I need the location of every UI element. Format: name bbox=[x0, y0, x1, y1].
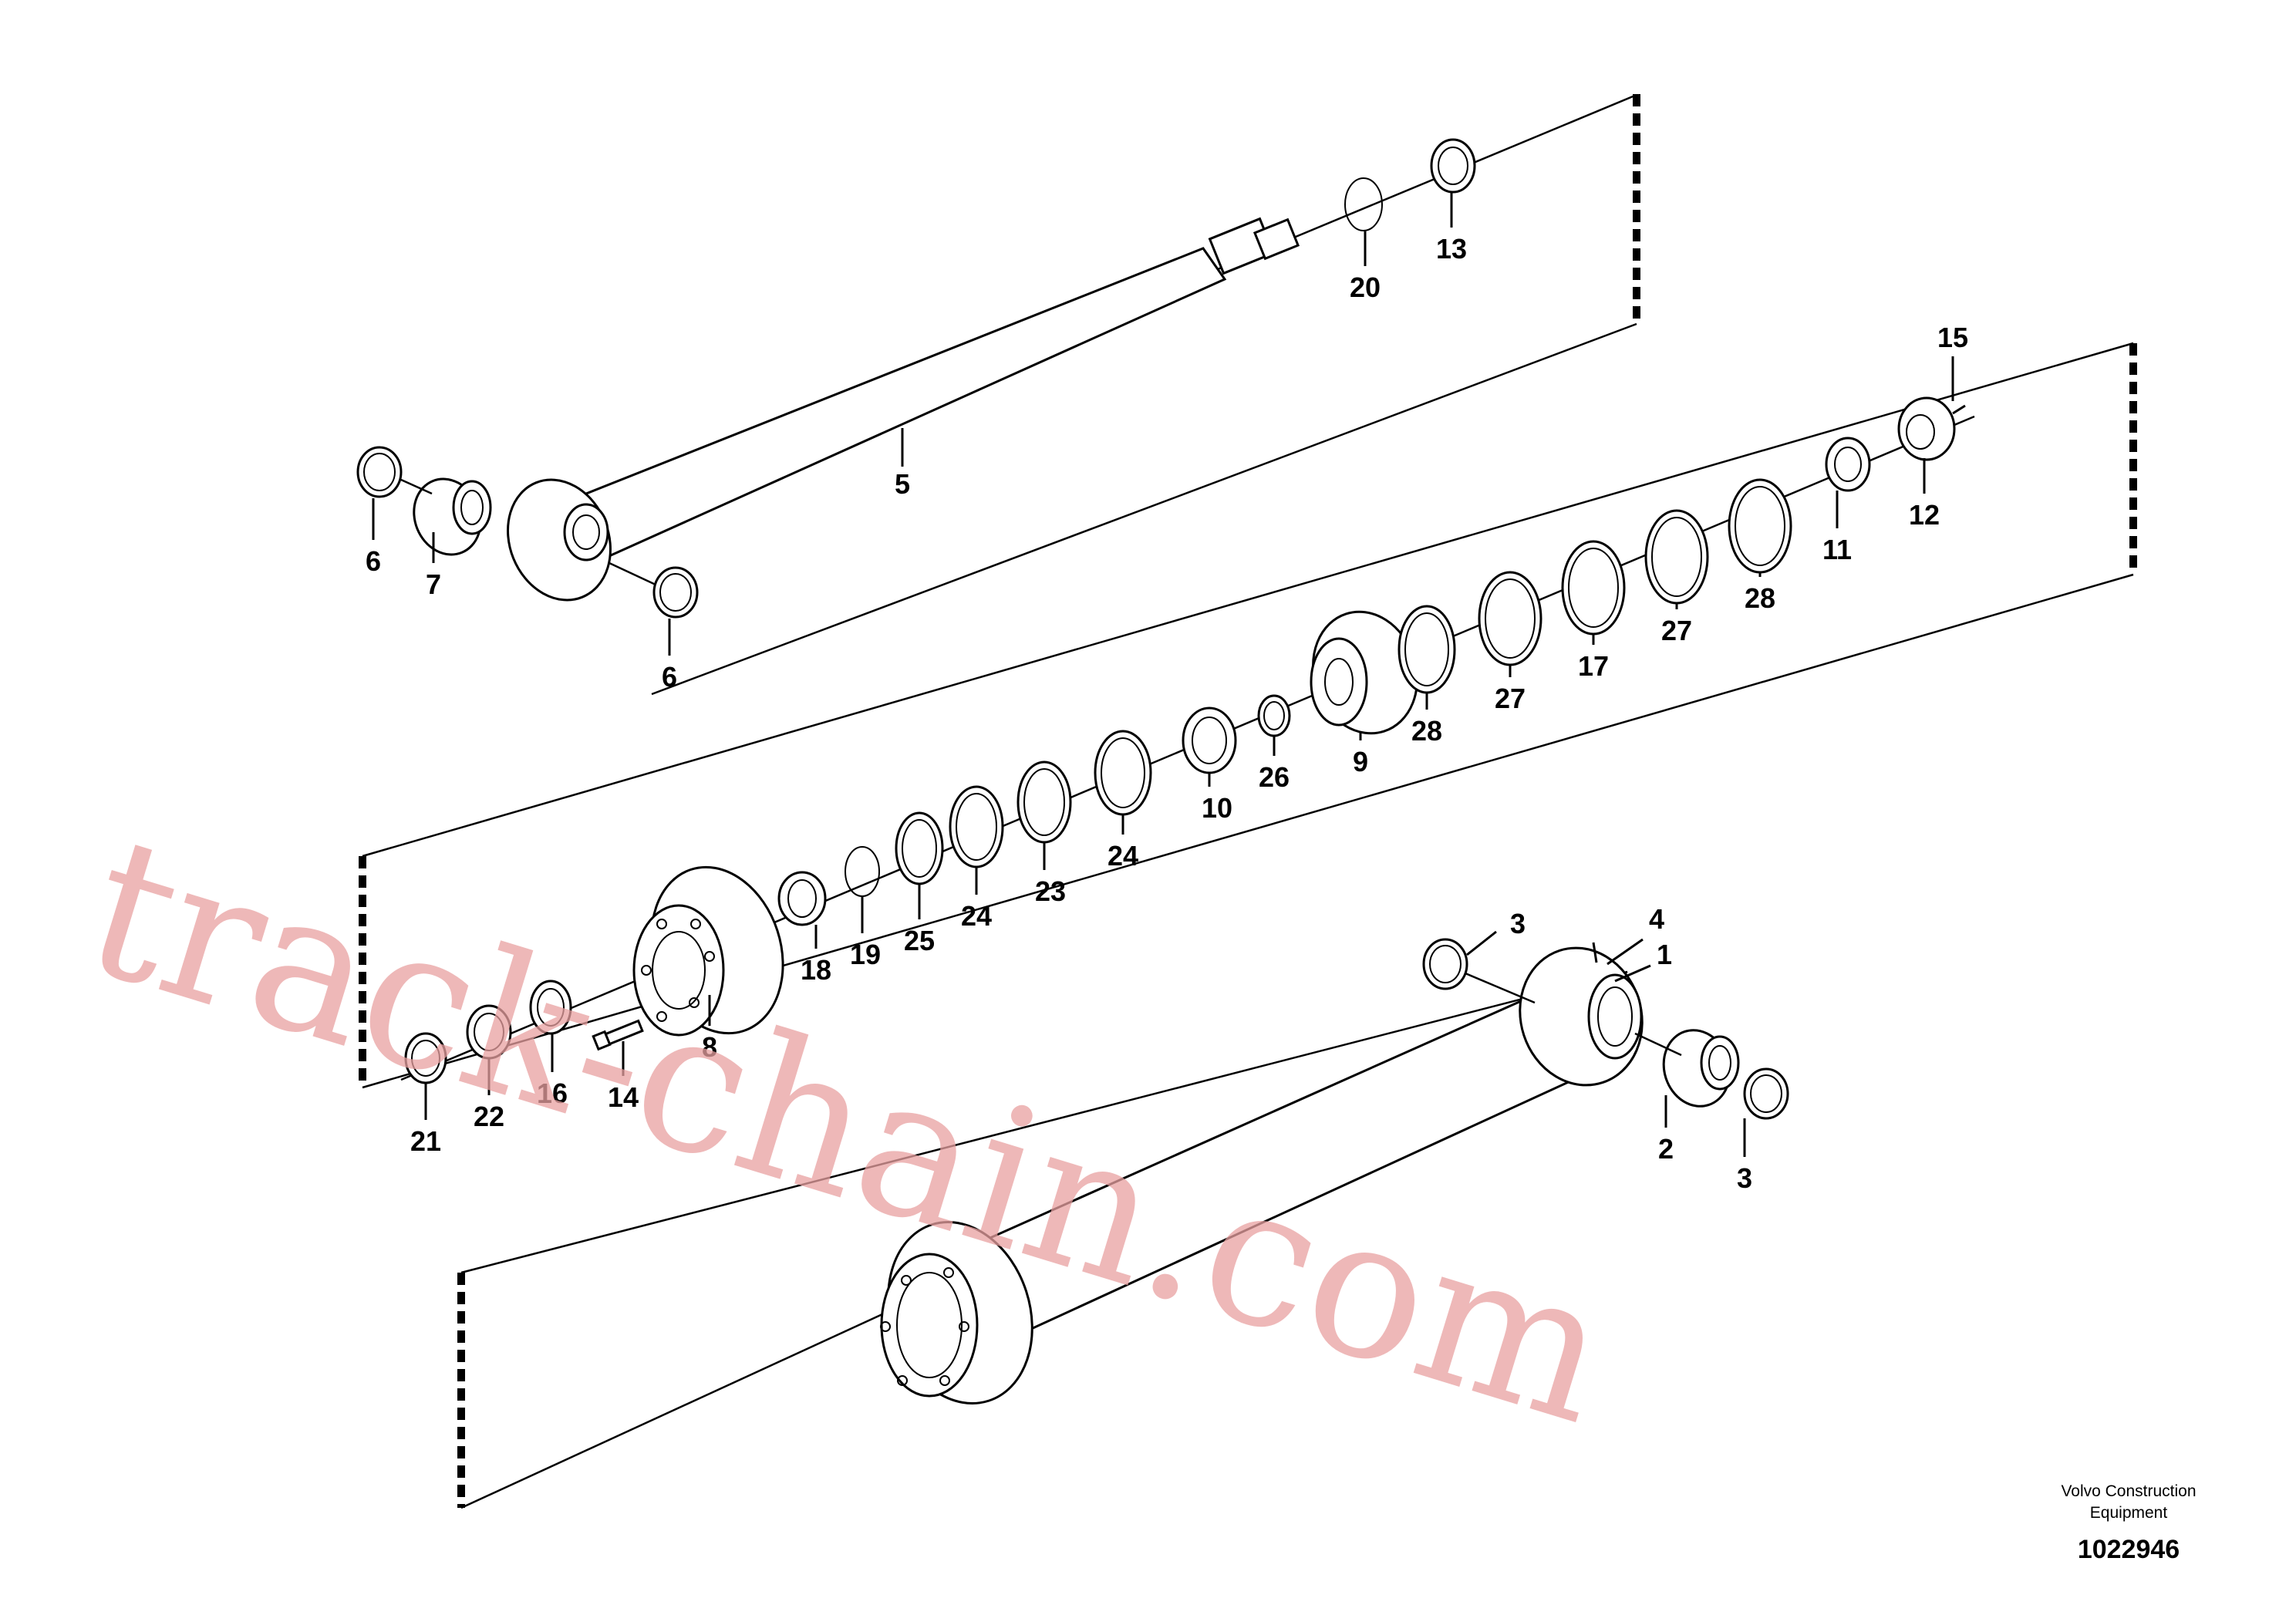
seal-24b-inner bbox=[1101, 737, 1145, 808]
seal-27a bbox=[1478, 571, 1542, 666]
callout-26: 26 bbox=[1259, 761, 1290, 793]
callout-2: 2 bbox=[1658, 1133, 1674, 1165]
tube-bushing-2 bbox=[1662, 1029, 1740, 1108]
seal-24b bbox=[1094, 730, 1152, 816]
callout-8: 8 bbox=[702, 1031, 717, 1063]
callout-labels: 5 6 7 6 13 20 15 12 11 28 27 17 27 28 9 … bbox=[366, 233, 1968, 1194]
document-number: 1022946 bbox=[2078, 1535, 2180, 1564]
callout-17: 17 bbox=[1578, 650, 1609, 682]
cylinder-tube bbox=[880, 946, 1644, 1404]
seal-28b bbox=[1728, 478, 1792, 574]
rod-eye-seal-left-inner bbox=[363, 453, 396, 491]
callout-28-left: 28 bbox=[1411, 715, 1442, 747]
setscrew-15 bbox=[1952, 404, 1966, 415]
grease-nipple-4 bbox=[1592, 942, 1598, 963]
credit-line-2: Equipment bbox=[2090, 1504, 2168, 1522]
cylinder-head bbox=[632, 865, 784, 1037]
rod-eye-seal-right-inner bbox=[659, 573, 692, 612]
seal-28a-inner bbox=[1404, 612, 1449, 686]
callout-21: 21 bbox=[410, 1125, 441, 1157]
callout-11: 11 bbox=[1822, 534, 1852, 565]
seal-27b bbox=[1644, 509, 1709, 605]
callout-27-right: 27 bbox=[1661, 615, 1692, 646]
seal-28b-inner bbox=[1735, 486, 1785, 566]
bushing-18 bbox=[777, 871, 827, 926]
callout-5: 5 bbox=[895, 468, 910, 500]
callout-14: 14 bbox=[608, 1081, 639, 1113]
seal-16-inner bbox=[537, 988, 565, 1027]
ring-19 bbox=[845, 846, 880, 897]
seal-25-inner bbox=[902, 819, 937, 878]
rod-end-wiper-inner bbox=[1438, 147, 1468, 185]
callout-3-bottom: 3 bbox=[1737, 1162, 1752, 1194]
piston-9 bbox=[1310, 610, 1418, 735]
callout-9: 9 bbox=[1353, 746, 1368, 777]
callout-13: 13 bbox=[1436, 233, 1467, 265]
callout-7: 7 bbox=[426, 568, 441, 600]
callout-18: 18 bbox=[801, 954, 831, 986]
o-ring-26-inner bbox=[1263, 701, 1285, 730]
callout-22: 22 bbox=[474, 1101, 504, 1132]
callout-19: 19 bbox=[850, 939, 881, 970]
callout-15: 15 bbox=[1937, 322, 1968, 353]
washer-11 bbox=[1825, 437, 1871, 492]
callout-6-right: 6 bbox=[662, 661, 677, 693]
rod-end-ring bbox=[1344, 177, 1383, 231]
nut-12 bbox=[1897, 396, 1956, 461]
callout-1: 1 bbox=[1657, 939, 1672, 970]
seal-23 bbox=[1017, 760, 1072, 844]
seal-27b-inner bbox=[1651, 517, 1702, 597]
seal-24a-inner bbox=[956, 793, 997, 861]
callout-3-top: 3 bbox=[1510, 908, 1526, 939]
tube-seal-3-bottom-inner bbox=[1750, 1074, 1782, 1113]
callout-23: 23 bbox=[1035, 875, 1066, 907]
callout-16: 16 bbox=[537, 1077, 568, 1109]
callout-24-left: 24 bbox=[961, 900, 992, 932]
seal-24a bbox=[949, 785, 1004, 868]
credit-line-1: Volvo Construction bbox=[2061, 1482, 2196, 1500]
piston-rod bbox=[507, 217, 1300, 602]
callout-6-left: 6 bbox=[366, 545, 381, 577]
head-bolt bbox=[592, 1019, 644, 1051]
seal-27a-inner bbox=[1485, 578, 1536, 659]
seal-23-inner bbox=[1023, 768, 1065, 836]
callout-10: 10 bbox=[1202, 792, 1232, 824]
callout-12: 12 bbox=[1909, 499, 1940, 531]
callout-24-right: 24 bbox=[1108, 840, 1138, 872]
washer-11-inner bbox=[1834, 447, 1862, 482]
bushing-10 bbox=[1182, 706, 1237, 774]
seal-17-inner bbox=[1568, 548, 1619, 628]
seal-22-inner bbox=[474, 1013, 504, 1051]
seal-17 bbox=[1561, 540, 1626, 636]
tube-seal-3-top-inner bbox=[1429, 945, 1462, 983]
leader-lines bbox=[372, 193, 1954, 1157]
rod-eye-bushing bbox=[413, 477, 492, 556]
callout-27-left: 27 bbox=[1495, 683, 1526, 714]
callout-4: 4 bbox=[1649, 903, 1664, 935]
seal-28a bbox=[1397, 605, 1456, 694]
callout-25: 25 bbox=[904, 925, 935, 956]
callout-28-right: 28 bbox=[1745, 582, 1775, 614]
callout-20: 20 bbox=[1350, 271, 1381, 303]
seal-21-inner bbox=[411, 1040, 440, 1077]
rod-panel bbox=[585, 93, 1640, 696]
